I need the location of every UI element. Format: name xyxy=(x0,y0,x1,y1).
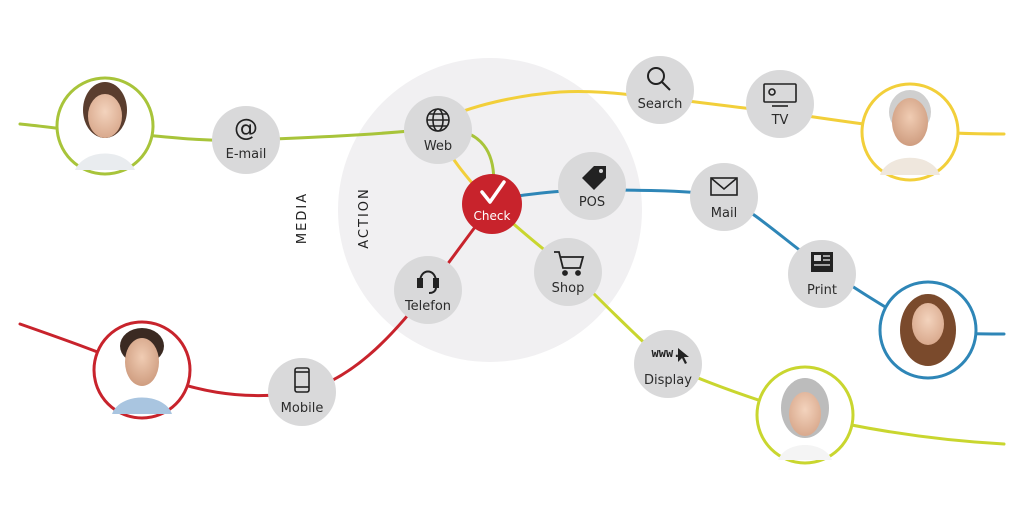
persona-woman-smiling-avatar xyxy=(55,76,155,176)
pos-label: POS xyxy=(579,195,605,210)
mail-node[interactable]: Mail xyxy=(690,163,758,231)
persona-older-man-avatar xyxy=(860,82,960,182)
mobile-label: Mobile xyxy=(281,401,324,416)
magnifier-icon xyxy=(647,67,671,91)
web-label: Web xyxy=(424,139,452,154)
persona-young-man-avatar xyxy=(92,320,192,420)
pos-node[interactable]: POS xyxy=(558,152,626,220)
print-node[interactable]: Print xyxy=(788,240,856,308)
check-label: Check xyxy=(474,209,511,223)
newspaper-icon xyxy=(811,252,833,272)
check-node[interactable]: Check xyxy=(462,174,522,234)
email-label: E-mail xyxy=(226,147,267,162)
svg-text:www.: www. xyxy=(652,346,681,360)
globe-icon xyxy=(426,108,450,132)
persona-older-woman-avatar xyxy=(755,365,855,465)
web-node[interactable]: Web xyxy=(404,96,472,164)
mail-label: Mail xyxy=(711,206,737,221)
print-label: Print xyxy=(807,283,837,298)
shopping-cart-icon xyxy=(554,251,585,276)
telefon-node[interactable]: Telefon xyxy=(394,256,462,324)
envelope-icon xyxy=(710,177,738,196)
email-node[interactable]: @ E-mail xyxy=(212,106,280,174)
tv-icon xyxy=(763,83,797,107)
display-node[interactable]: www. Display xyxy=(634,330,702,398)
media-label: MEDIA xyxy=(295,192,310,244)
www-cursor-icon: www. xyxy=(652,346,689,364)
telefon-label: Telefon xyxy=(404,299,451,314)
display-label: Display xyxy=(644,373,692,388)
price-tag-icon xyxy=(582,166,606,190)
shop-label: Shop xyxy=(552,281,585,296)
tv-label: TV xyxy=(771,113,789,128)
shop-node[interactable]: Shop xyxy=(534,238,602,306)
search-label: Search xyxy=(638,97,683,112)
tv-node[interactable]: TV xyxy=(746,70,814,138)
action-label: ACTION xyxy=(357,187,372,248)
at-sign-icon: @ xyxy=(234,114,258,142)
smartphone-icon xyxy=(294,367,310,393)
search-node[interactable]: Search xyxy=(626,56,694,124)
mobile-node[interactable]: Mobile xyxy=(268,358,336,426)
persona-curly-woman-avatar xyxy=(878,280,978,380)
headset-icon xyxy=(417,270,439,294)
checkmark-icon xyxy=(480,180,506,204)
